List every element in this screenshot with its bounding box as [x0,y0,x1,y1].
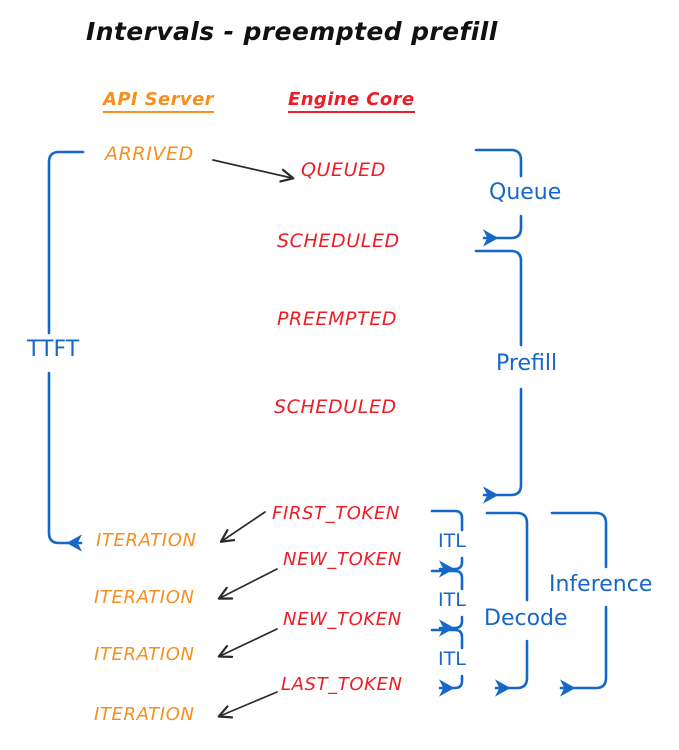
interval-label-queue: Queue [486,182,565,204]
arrow-new-token-to-iteration-2 [217,628,278,658]
interval-label-inference: Inference [546,574,656,596]
engine-event-last-token: LAST_TOKEN [281,674,403,695]
arrow-new-token-to-iteration-1 [217,568,278,600]
engine-event-queued: QUEUED [301,159,387,181]
column-header-engine-core: Engine Core [288,91,415,113]
interval-label-itl-2: ITL [435,591,469,610]
bracket-decode [485,511,529,697]
column-header-api-server: API Server [103,91,214,113]
arrow-last-token-to-iteration [217,691,278,719]
api-event-iteration-3: ITERATION [94,644,195,665]
engine-event-scheduled-1: SCHEDULED [277,230,400,252]
interval-label-ttft: TTFT [24,339,83,361]
api-event-iteration-1: ITERATION [96,530,197,551]
api-event-iteration-2: ITERATION [94,587,195,608]
arrow-first-token-to-iteration [219,511,266,543]
api-event-arrived: ARRIVED [105,143,194,165]
interval-label-itl-1: ITL [435,532,469,551]
arrow-arrived-to-queued [212,159,295,183]
diagram-title: Intervals - preempted prefill [86,17,498,46]
engine-event-preempted: PREEMPTED [277,308,398,330]
bracket-inference [550,511,608,697]
engine-event-first-token: FIRST_TOKEN [272,503,400,524]
api-event-iteration-4: ITERATION [94,704,195,725]
engine-event-new-token-2: NEW_TOKEN [283,609,402,630]
interval-label-prefill: Prefill [493,353,561,375]
engine-event-scheduled-2: SCHEDULED [274,396,397,418]
interval-label-itl-3: ITL [435,650,469,669]
interval-label-decode: Decode [481,608,571,630]
engine-event-new-token-1: NEW_TOKEN [283,549,402,570]
